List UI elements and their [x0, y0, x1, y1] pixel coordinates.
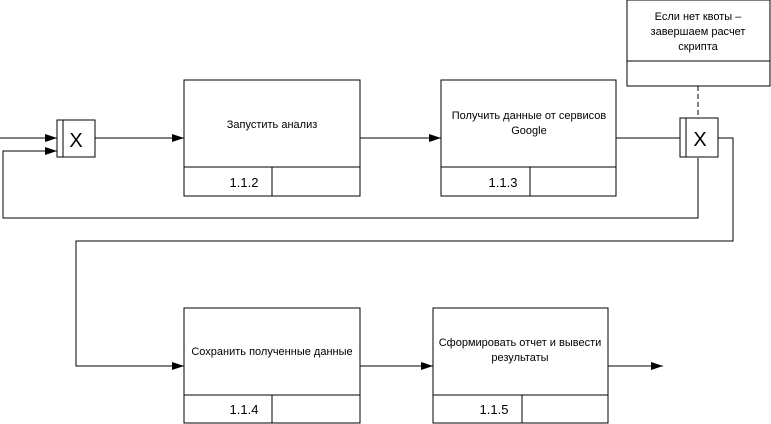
process-box-114-title: Сохранить полученные данные [191, 346, 352, 358]
note-line-3: скрипта [678, 41, 718, 53]
process-box-115: Сформировать отчет и вывести результаты … [432, 307, 609, 424]
junction-x-2: X [679, 117, 719, 158]
process-box-112-number: 1.1.2 [230, 175, 259, 190]
junction-x-1: X [56, 119, 96, 158]
connectors [0, 86, 734, 370]
note-box: Если нет квоты – завершаем расчет скрипт… [626, 0, 771, 87]
process-box-114: Сохранить полученные данные 1.1.4 [183, 307, 361, 424]
process-box-113-title-line-2: Google [511, 125, 546, 137]
junction-x-1-symbol: X [69, 130, 82, 152]
process-box-113-number: 1.1.3 [489, 175, 518, 190]
note-line-2: завершаем расчет [651, 26, 746, 38]
process-box-114-number: 1.1.4 [230, 402, 259, 417]
process-box-115-title-line-2: результаты [491, 352, 548, 364]
process-box-112-title: Запустить анализ [227, 119, 318, 131]
process-box-113: Получить данные от сервисов Google 1.1.3 [440, 79, 617, 197]
note-line-1: Если нет квоты – [655, 11, 743, 23]
process-box-115-title-line-1: Сформировать отчет и вывести [439, 337, 602, 349]
process-box-112: Запустить анализ 1.1.2 [183, 79, 361, 197]
arrow-j2-to-114 [75, 137, 734, 370]
junction-x-2-symbol: X [693, 129, 706, 151]
process-box-113-title-line-1: Получить данные от сервисов [452, 110, 607, 122]
process-box-115-number: 1.1.5 [480, 402, 509, 417]
loop-back-arrow [2, 147, 699, 219]
